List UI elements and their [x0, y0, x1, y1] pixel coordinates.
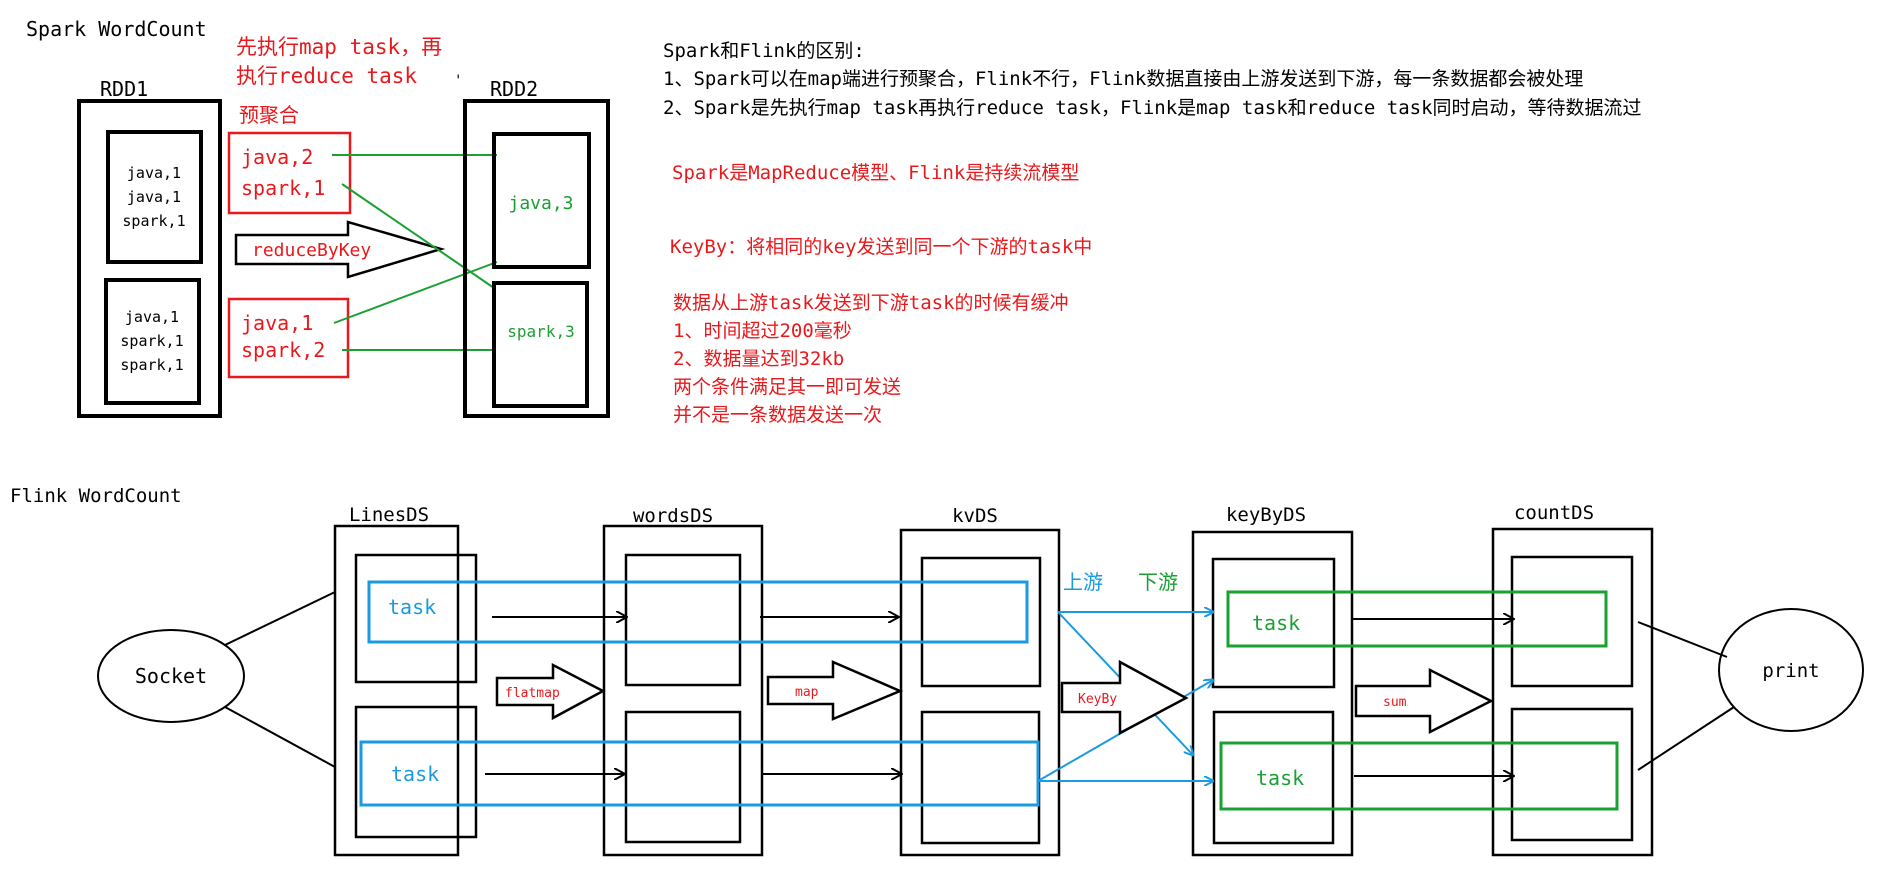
shuffle-line [341, 183, 495, 289]
operator-label: map [795, 685, 819, 700]
downstream-task-box [1226, 590, 1608, 648]
spark-note-line2: 执行reduce task [236, 64, 417, 88]
rdd2-record: java,3 [508, 193, 573, 214]
stage-label: keyByDS [1226, 504, 1306, 526]
buffer-note-item: 2、数据量达到32kb [673, 348, 844, 370]
source-edge [224, 591, 336, 646]
stage-box-linesds [333, 524, 460, 857]
diff-item-2: 2、Spark是先执行map task再执行reduce task，Flink是… [663, 97, 1642, 119]
print-label: print [1762, 660, 1819, 682]
upstream-task-label: task [388, 595, 436, 619]
partition2-record: spark,1 [120, 356, 183, 374]
rdd1-partition1 [106, 130, 203, 264]
partition-box [624, 710, 742, 844]
partition-box [1510, 555, 1634, 688]
diff-item-1: 1、Spark可以在map端进行预聚合，Flink不行，Flink数据直接由上游… [663, 68, 1583, 90]
rdd2-partition2 [492, 281, 589, 408]
rdd1-label: RDD1 [100, 77, 148, 101]
buffer-note-title: 数据从上游task发送到下游task的时候有缓冲 [673, 292, 1069, 314]
rdd2-record: spark,3 [507, 322, 574, 341]
partition-box [354, 705, 478, 839]
spark-note-line1: 先执行map task，再 [236, 35, 442, 59]
upstream-task-label: task [391, 762, 439, 786]
rdd2-label: RDD2 [490, 77, 538, 101]
buffer-note-item: 并不是一条数据发送一次 [673, 404, 882, 426]
reduce-label: reduceByKey [252, 240, 371, 261]
partition-box [624, 553, 742, 687]
operator-label: flatmap [505, 686, 560, 701]
stage-label: wordsDS [633, 505, 713, 527]
stage-label: kvDS [952, 505, 998, 527]
buffer-note-item: 两个条件满足其一即可发送 [673, 376, 901, 398]
partition1-record: java,1 [127, 188, 181, 206]
tick-mark: ' [454, 73, 462, 89]
rdd2-partition1 [492, 132, 591, 269]
sink-edge [1637, 706, 1735, 771]
socket-node [97, 629, 245, 723]
partition1-record: java,1 [127, 164, 181, 182]
spark-title: Spark WordCount [26, 17, 207, 41]
preagg-box2 [227, 297, 350, 379]
upstream-task-box [359, 740, 1040, 807]
partition-box [1510, 707, 1634, 842]
model-note: Spark是MapReduce模型、Flink是持续流模型 [672, 162, 1079, 184]
rdd1-partition2 [104, 278, 201, 405]
agg2-record: java,1 [241, 311, 313, 335]
buffer-note-item: 1、时间超过200毫秒 [673, 320, 852, 342]
preagg-box1 [227, 131, 352, 215]
downstream-task-box [1219, 741, 1619, 811]
operator-label: sum [1383, 695, 1407, 710]
partition-box [920, 710, 1041, 845]
stage-label: countDS [1514, 502, 1594, 524]
downstream-label: 下游 [1138, 570, 1178, 594]
agg1-record: spark,1 [241, 176, 325, 200]
downstream-task-label: task [1256, 766, 1304, 790]
diff-title: Spark和Flink的区别: [663, 40, 865, 62]
source-edge [224, 706, 336, 768]
partition-box [354, 553, 478, 684]
upstream-task-box [367, 580, 1029, 644]
rdd2-box [463, 99, 610, 418]
print-node [1718, 608, 1864, 732]
partition2-record: spark,1 [120, 332, 183, 350]
operator-arrow-sum [1354, 667, 1494, 735]
downstream-task-label: task [1252, 611, 1300, 635]
operator-arrow-flatmap [495, 662, 606, 721]
partition2-record: java,1 [125, 308, 179, 326]
operator-label: KeyBy [1078, 692, 1117, 707]
keyby-note: KeyBy：将相同的key发送到同一个下游的task中 [670, 236, 1092, 258]
shuffle-line [333, 261, 498, 324]
reduce-arrow [234, 220, 446, 279]
partition-box [920, 556, 1042, 688]
operator-arrow-map [766, 660, 904, 721]
operator-arrow-keyby [1060, 659, 1189, 736]
partition-box [1212, 710, 1335, 845]
socket-label: Socket [135, 664, 207, 688]
stage-box-keybyds [1191, 530, 1354, 857]
rdd1-box [77, 99, 222, 418]
preagg-label: 预聚合 [239, 103, 299, 127]
flink-title: Flink WordCount [10, 485, 182, 507]
agg2-record: spark,2 [241, 338, 325, 362]
upstream-label: 上游 [1063, 570, 1103, 594]
partition-box [1211, 557, 1336, 689]
partition1-record: spark,1 [122, 212, 185, 230]
stage-box-countds [1491, 527, 1654, 857]
stage-label: LinesDS [349, 504, 429, 526]
agg1-record: java,2 [241, 145, 313, 169]
stage-box-kvds [899, 528, 1061, 857]
